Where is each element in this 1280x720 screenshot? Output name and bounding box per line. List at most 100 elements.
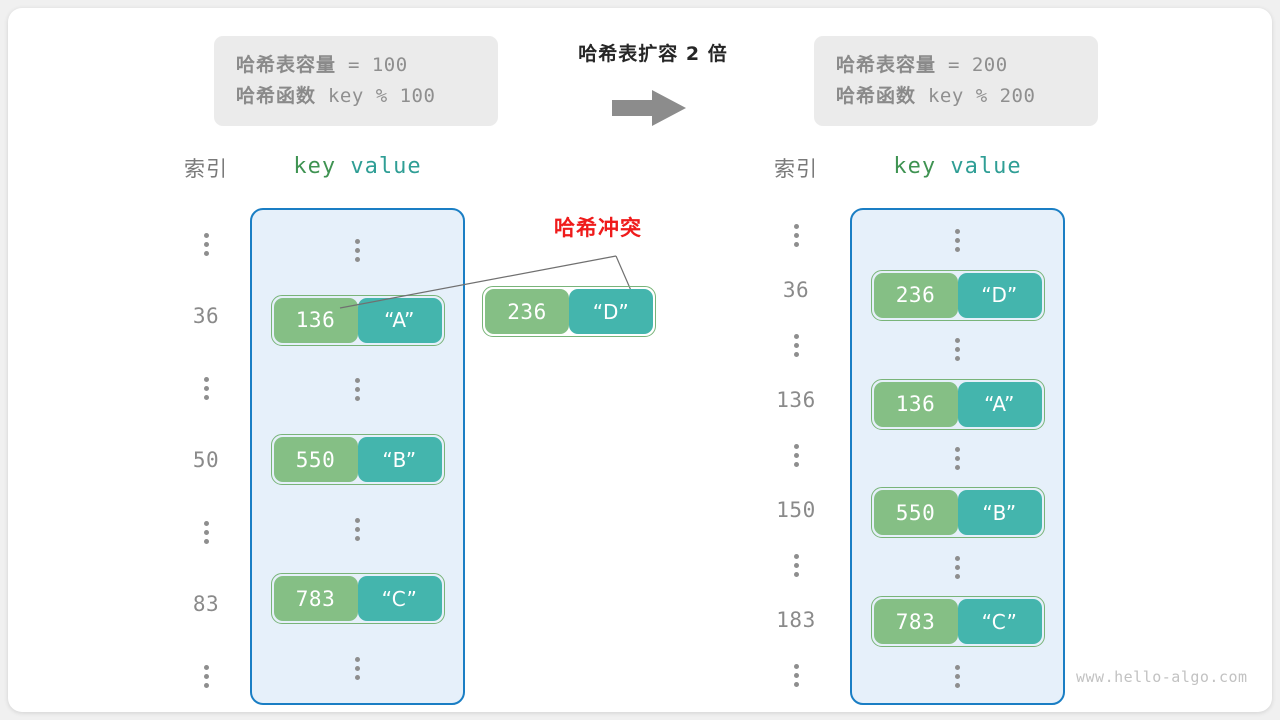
bucket-container-right: 236“D” 136“A” 550“B” 783“C” — [850, 208, 1065, 705]
index-ellipsis — [756, 318, 836, 372]
ellipsis-icon — [793, 223, 799, 247]
index-column-header-left: 索引 — [184, 157, 228, 181]
expand-title: 哈希表扩容 2 倍 — [578, 43, 728, 65]
index-ellipsis — [166, 352, 246, 424]
entry-key: 783 — [273, 576, 358, 622]
capacity-line-after: 哈希表容量 = 200 — [836, 50, 1076, 81]
value-column-header-right: value — [950, 154, 1022, 179]
ellipsis-icon — [203, 232, 209, 256]
entry-value: “C” — [957, 599, 1042, 645]
entry-key: 783 — [873, 599, 958, 645]
index-ellipsis — [166, 496, 246, 568]
ellipsis-icon — [203, 376, 209, 400]
bucket-entry: 136“A” — [270, 286, 445, 356]
watermark: www.hello-algo.com — [1076, 668, 1248, 686]
value-column-header-left: value — [350, 154, 422, 179]
entry-value: “B” — [357, 437, 442, 483]
entry-key: 136 — [273, 297, 358, 343]
function-line-before: 哈希函数 key % 100 — [236, 81, 476, 112]
hash-config-box-after: 哈希表容量 = 200 哈希函数 key % 200 — [814, 36, 1098, 126]
kv-column-header-left: key value — [250, 154, 465, 179]
entry-value: “C” — [357, 576, 442, 622]
bucket-entry: 550“B” — [270, 425, 445, 495]
ellipsis-icon — [355, 239, 360, 263]
ellipsis-icon — [355, 517, 360, 541]
index-ellipsis — [166, 640, 246, 712]
entry-key: 550 — [873, 490, 958, 536]
capacity-label-after: 哈希表容量 — [836, 54, 937, 76]
function-line-after: 哈希函数 key % 200 — [836, 81, 1076, 112]
bucket-entry: 783“C” — [870, 594, 1045, 649]
entry-pair: 550“B” — [870, 487, 1045, 539]
function-expr-after: key % 200 — [916, 85, 1036, 107]
entry-key: 550 — [273, 437, 358, 483]
bucket-entry: 550“B” — [870, 485, 1045, 540]
index-label: 50 — [192, 448, 220, 472]
bucket-entry: 136“A” — [870, 376, 1045, 431]
index-column-right: 36 136 150 183 — [756, 208, 836, 702]
bucket-ellipsis — [955, 214, 960, 267]
ellipsis-icon — [203, 520, 209, 544]
key-column-header-left: key — [293, 154, 337, 179]
right-arrow-icon — [612, 90, 686, 126]
entry-pair: 236“D” — [870, 269, 1045, 321]
function-label-before: 哈希函数 — [236, 85, 317, 107]
index-column-left: 36 50 83 — [166, 208, 246, 712]
diagram-card: 哈希表容量 = 100 哈希函数 key % 100 哈希表扩容 2 倍 哈希表… — [8, 8, 1272, 712]
function-expr-before: key % 100 — [316, 85, 436, 107]
entry-pair: 783“C” — [270, 573, 445, 625]
index-label: 150 — [776, 498, 816, 522]
ellipsis-icon — [955, 229, 960, 253]
capacity-label-before: 哈希表容量 — [236, 54, 337, 76]
index-label: 183 — [776, 608, 816, 632]
entry-value: “A” — [957, 381, 1042, 427]
index-ellipsis — [756, 648, 836, 702]
capacity-expr-after: = 200 — [936, 54, 1008, 76]
index-label: 136 — [776, 388, 816, 412]
bucket-ellipsis — [355, 355, 360, 425]
key-column-header-right: key — [893, 154, 937, 179]
ellipsis-icon — [793, 443, 799, 467]
bucket-ellipsis — [955, 323, 960, 376]
ellipsis-icon — [355, 378, 360, 402]
index-label: 36 — [192, 304, 220, 328]
entry-pair: 783“C” — [870, 596, 1045, 648]
bucket-ellipsis — [955, 541, 960, 594]
entry-key: 236 — [873, 272, 958, 318]
colliding-entry-key: 236 — [485, 289, 569, 334]
ellipsis-icon — [793, 553, 799, 577]
bucket-entry: 236“D” — [870, 267, 1045, 322]
entry-value: “A” — [357, 297, 442, 343]
bucket-ellipsis — [955, 650, 960, 703]
bucket-ellipsis — [355, 494, 360, 564]
entry-value: “D” — [957, 272, 1042, 318]
bucket-ellipsis — [355, 633, 360, 703]
ellipsis-icon — [203, 664, 209, 688]
colliding-entry-pair: 236 “D” — [482, 286, 656, 337]
index-label: 83 — [192, 592, 220, 616]
colliding-entry-value: “D” — [569, 289, 653, 334]
entry-value: “B” — [957, 490, 1042, 536]
index-ellipsis — [166, 208, 246, 280]
kv-column-header-right: key value — [850, 154, 1065, 179]
ellipsis-icon — [355, 656, 360, 680]
bucket-entry: 783“C” — [270, 564, 445, 634]
ellipsis-icon — [955, 447, 960, 470]
entry-pair: 550“B” — [270, 434, 445, 486]
capacity-line-before: 哈希表容量 = 100 — [236, 50, 476, 81]
bucket-ellipsis — [355, 216, 360, 286]
index-ellipsis — [756, 208, 836, 262]
index-ellipsis — [756, 538, 836, 592]
ellipsis-icon — [955, 338, 960, 362]
ellipsis-icon — [793, 333, 799, 357]
ellipsis-icon — [793, 663, 799, 687]
ellipsis-icon — [955, 664, 960, 688]
function-label-after: 哈希函数 — [836, 85, 917, 107]
hash-config-box-before: 哈希表容量 = 100 哈希函数 key % 100 — [214, 36, 498, 126]
capacity-expr-before: = 100 — [336, 54, 408, 76]
index-label: 36 — [782, 278, 810, 302]
entry-pair: 136“A” — [870, 378, 1045, 430]
index-column-header-right: 索引 — [774, 157, 818, 181]
bucket-ellipsis — [955, 432, 960, 485]
